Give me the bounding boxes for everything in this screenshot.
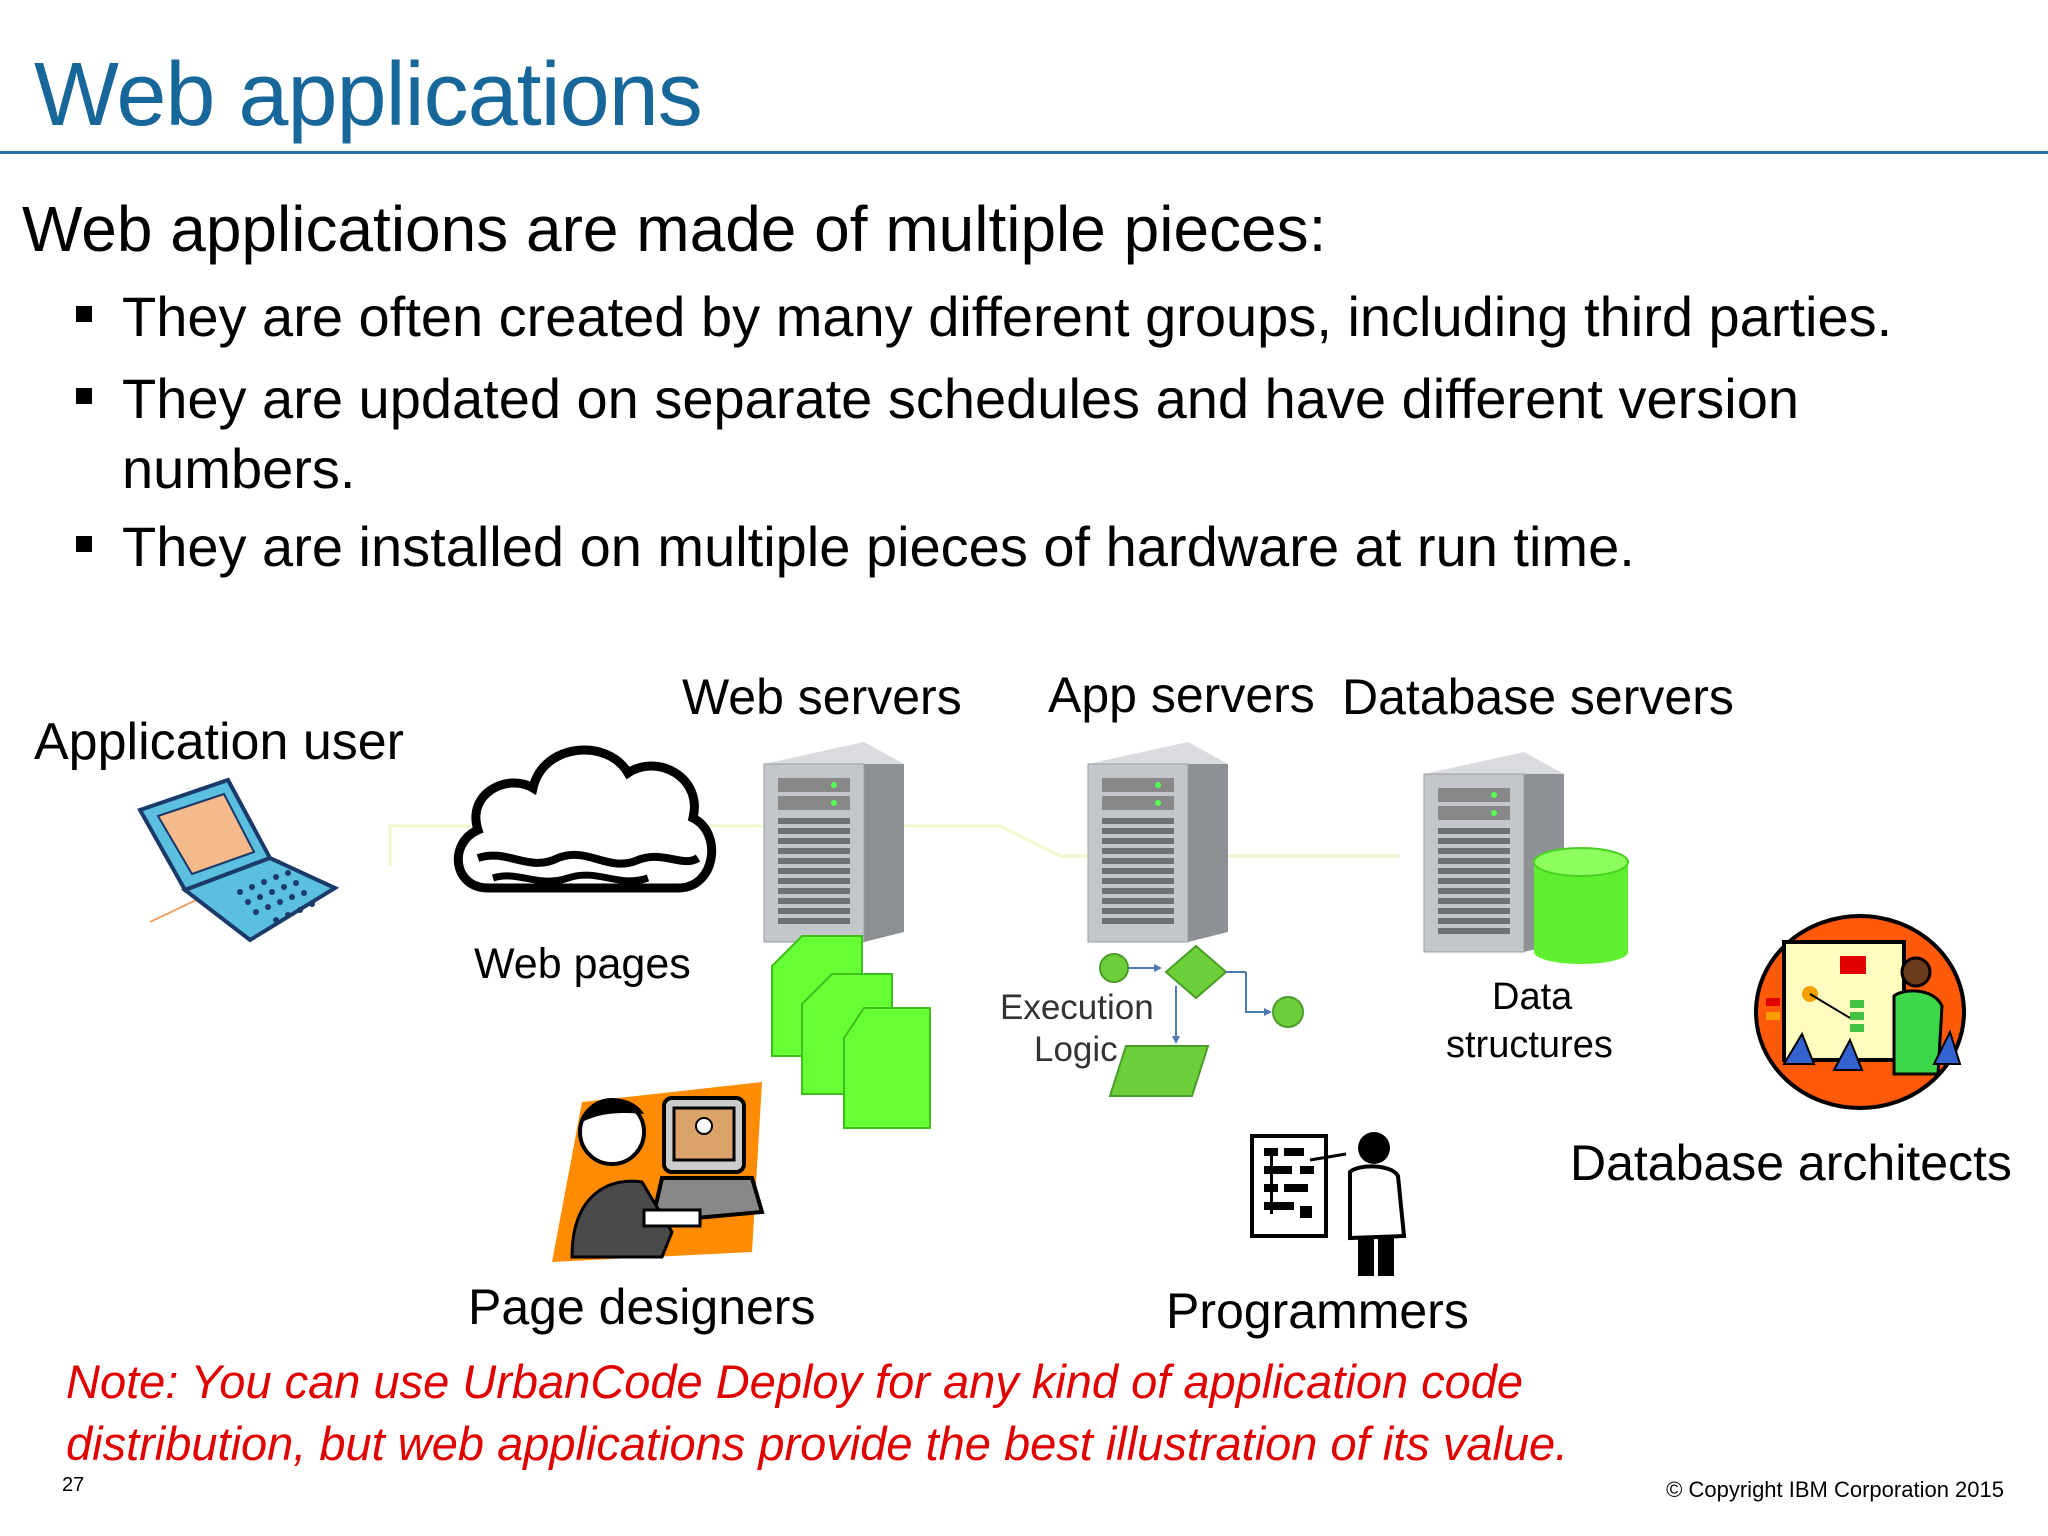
database-server-icon	[1423, 752, 1629, 964]
programmer-icon	[1250, 1132, 1407, 1276]
page-designer-icon	[552, 1082, 765, 1262]
note-line-1: Note: You can use UrbanCode Deploy for a…	[66, 1355, 1524, 1408]
label-page-designers: Page designers	[468, 1279, 816, 1335]
copyright-text: © Copyright IBM Corporation 2015	[1666, 1477, 2004, 1502]
intro-text: Web applications are made of multiple pi…	[22, 193, 1327, 265]
page-number: 27	[62, 1474, 85, 1496]
label-web-pages: Web pages	[474, 940, 691, 988]
bullet-3: They are installed on multiple pieces of…	[122, 515, 1635, 578]
label-programmers: Programmers	[1166, 1283, 1469, 1339]
label-app-servers: App servers	[1048, 667, 1315, 723]
cloud-icon	[453, 745, 717, 893]
laptop-icon	[137, 777, 340, 943]
bullet-2-continued: numbers.	[122, 437, 356, 500]
label-database-servers: Database servers	[1342, 669, 1734, 725]
note-line-2: distribution, but web applications provi…	[66, 1417, 1569, 1470]
web-server-icon	[763, 742, 904, 943]
flowchart-icon	[1099, 944, 1304, 1097]
web-files-icon	[771, 935, 931, 1129]
label-database-architects: Database architects	[1570, 1135, 2012, 1191]
title-divider	[0, 151, 2048, 154]
bullet-marker	[76, 536, 92, 552]
bullet-1: They are often created by many different…	[122, 285, 1893, 348]
database-architect-icon	[1754, 914, 1966, 1110]
label-web-servers: Web servers	[682, 669, 962, 725]
label-data-structures-2: structures	[1446, 1024, 1613, 1066]
bullet-marker	[76, 306, 92, 322]
bullet-2: They are updated on separate schedules a…	[122, 367, 1799, 430]
label-data-structures-1: Data	[1492, 976, 1573, 1018]
label-application-user: Application user	[34, 713, 404, 771]
slide-title: Web applications	[34, 45, 703, 145]
label-execution-logic-2: Logic	[1034, 1030, 1118, 1069]
bullet-marker	[76, 388, 92, 404]
app-server-icon	[1087, 742, 1228, 943]
label-execution-logic-1: Execution	[1000, 988, 1154, 1027]
